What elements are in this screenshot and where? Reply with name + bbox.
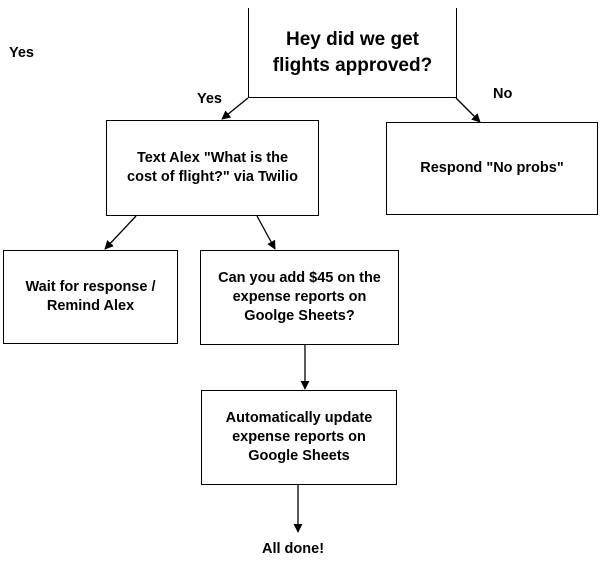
arrow-root-to-text-alex: [221, 97, 249, 120]
node-text-alex-text: Text Alex "What is the cost of flight?" …: [127, 150, 298, 185]
node-auto-update-sheets: Automatically update expense reports on …: [201, 390, 397, 485]
label-yes-corner: Yes: [9, 45, 34, 61]
node-flights-approved: Hey did we get flights approved?: [248, 8, 457, 98]
node-auto-update-sheets-text: Automatically update expense reports on …: [225, 410, 373, 464]
node-add-expense-text: Can you add $45 on the expense reports o…: [218, 270, 381, 324]
arrow-text-alex-to-wait: [104, 215, 137, 250]
node-respond-no-probs: Respond "No probs": [386, 122, 598, 215]
node-wait-for-response-text: Wait for response / Remind Alex: [25, 279, 156, 314]
label-no-branch: No: [493, 86, 513, 102]
arrow-root-to-respond: [455, 97, 481, 123]
node-wait-for-response: Wait for response / Remind Alex: [3, 250, 178, 344]
node-add-expense: Can you add $45 on the expense reports o…: [200, 250, 399, 345]
node-text-alex: Text Alex "What is the cost of flight?" …: [106, 120, 319, 216]
node-flights-approved-text: Hey did we get flights approved?: [272, 28, 433, 76]
label-yes-branch: Yes: [197, 91, 222, 107]
node-respond-no-probs-text: Respond "No probs": [420, 160, 564, 176]
label-all-done: All done!: [262, 541, 325, 557]
arrow-text-alex-to-add-expense: [256, 215, 276, 250]
